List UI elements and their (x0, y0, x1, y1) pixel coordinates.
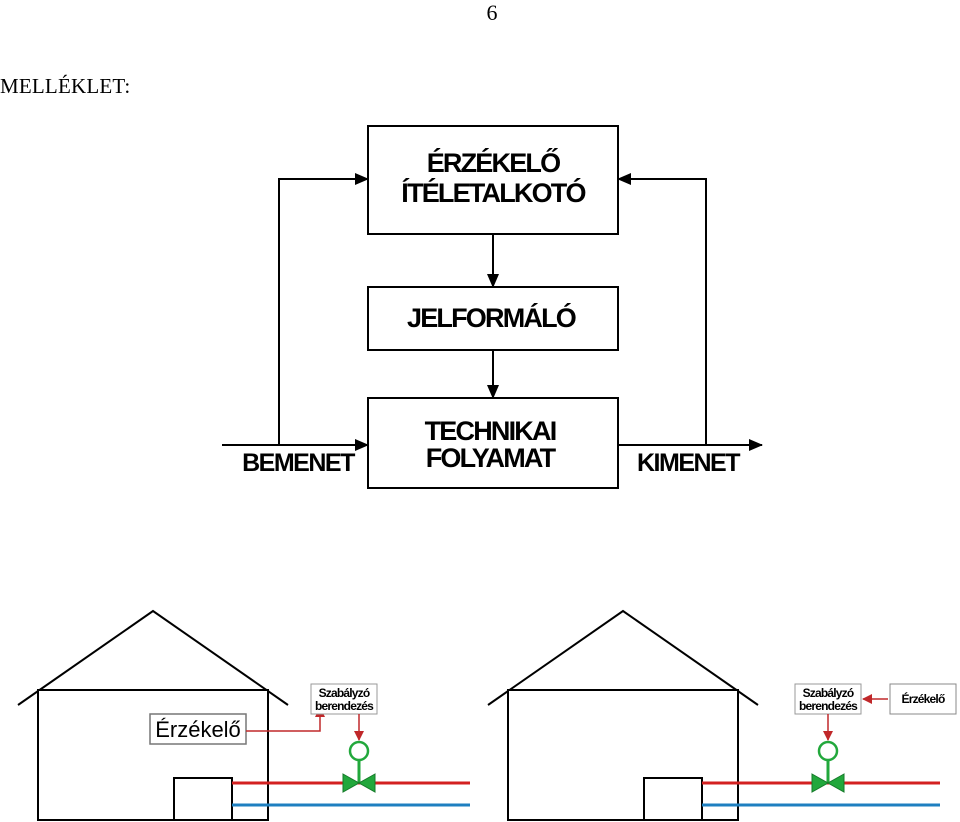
page-number: 6 (486, 0, 498, 25)
house-right-valve (811, 773, 845, 793)
house-left-actuator (348, 740, 370, 762)
house-left-controller-box (310, 683, 378, 715)
house-left-sensor-box (149, 713, 247, 745)
house-left: Érzékelő Szabályzó berendezés (17, 609, 470, 821)
signal-shaper-block (367, 286, 619, 351)
house-left-boiler (173, 777, 233, 821)
house-right-roof (487, 609, 759, 706)
technical-process-line1: TECHNIKAI (425, 416, 556, 446)
output-label: KIMENET (637, 449, 740, 477)
house-left-wall (37, 689, 269, 821)
technical-process-line2: FOLYAMAT (426, 443, 557, 473)
input-label: BEMENET (242, 449, 355, 477)
house-left-valve (342, 773, 376, 793)
annex-title: MELLÉKLET: (0, 74, 131, 98)
house-left-sensor-signal-arrow (246, 707, 325, 732)
sensor-judgement-line1: ÉRZÉKELŐ (427, 147, 560, 178)
house-right-actuator (817, 740, 839, 762)
house-left-roof (17, 609, 289, 706)
house-right-sensor-label: Érzékelő (902, 691, 945, 706)
house-left-controller-line2: berendezés (315, 699, 374, 713)
signal-shaper-label: JELFORMÁLÓ (407, 302, 576, 333)
output-feedback-arrow (617, 173, 707, 445)
house-left-sensor-label: Érzékelő (155, 717, 241, 742)
input-feedback-arrow (278, 173, 369, 445)
house-right-controller-line2: berendezés (799, 699, 858, 713)
block-diagram: ÉRZÉKELŐ ÍTÉLETALKOTÓ JELFORMÁLÓ TECHNIK… (222, 125, 763, 489)
sensor-judgement-line2: ÍTÉLETALKOTÓ (401, 177, 585, 208)
technical-process-block (367, 397, 619, 489)
house-left-controller-line1: Szabályzó (319, 686, 370, 700)
house-right-sensor-box (889, 683, 957, 715)
sensor-judgement-block (367, 125, 619, 235)
house-right-wall (507, 689, 739, 821)
house-right-controller-line1: Szabályzó (803, 686, 854, 700)
house-right: Szabályzó berendezés Érzékelő (487, 609, 957, 821)
house-right-boiler (643, 777, 703, 821)
